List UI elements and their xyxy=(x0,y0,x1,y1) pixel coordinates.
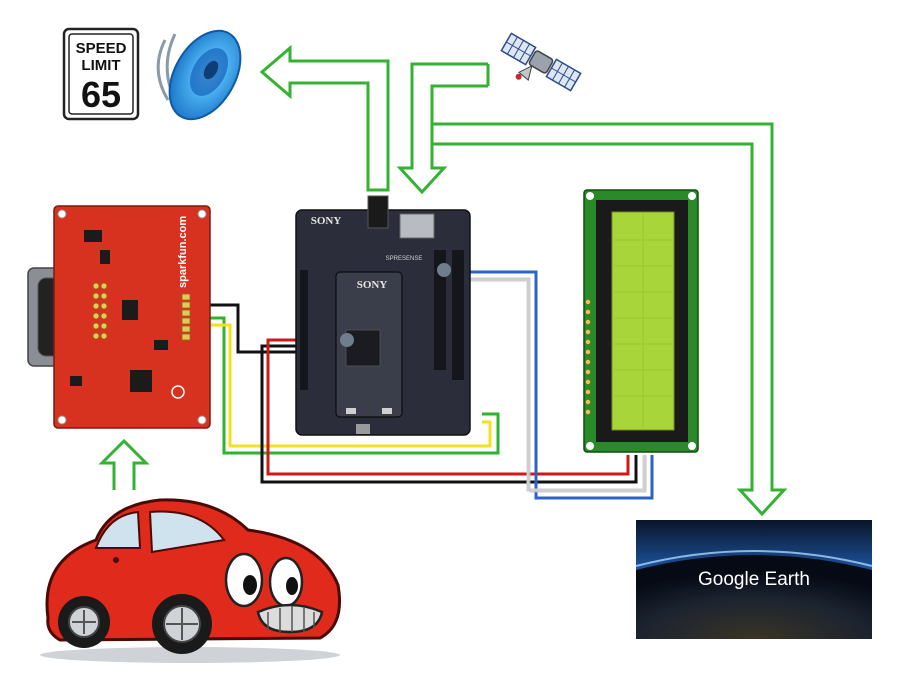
wire-yellow-gps xyxy=(190,323,492,448)
speed-sign-value: 65 xyxy=(81,74,121,115)
google-earth-label: Google Earth xyxy=(698,569,810,590)
arrow-to-outputs xyxy=(259,44,390,192)
spresense-model: SPRESENSE xyxy=(386,256,423,262)
car-illustration xyxy=(40,498,342,663)
wire-red-lcd xyxy=(266,338,630,476)
gps-board: sparkfun.com xyxy=(27,205,211,429)
satellite-icon xyxy=(500,32,582,92)
arrow-satellite-to-earth xyxy=(432,64,788,517)
gps-board-brand: sparkfun.com xyxy=(177,216,189,288)
wire-black-lcd xyxy=(260,344,638,484)
wire-blue-lcd xyxy=(466,270,654,500)
wiring xyxy=(190,270,654,500)
speed-sign-line1: SPEED xyxy=(76,40,127,57)
spresense-board: SONY SONY SPRESENSE xyxy=(295,195,471,436)
audio-jack xyxy=(367,195,389,229)
arrow-car-to-gps xyxy=(98,438,150,490)
speed-limit-sign: SPEED LIMIT 65 xyxy=(62,27,140,121)
sound-speaker-icon xyxy=(156,29,242,121)
spresense-brand-main: SONY xyxy=(311,215,342,227)
wiring-outline xyxy=(466,277,647,493)
wire-black-gps xyxy=(190,303,302,354)
green-arrows xyxy=(98,44,788,517)
spresense-brand-module: SONY xyxy=(357,279,388,291)
wire-white-lcd xyxy=(466,278,646,492)
google-earth-panel: Google Earth xyxy=(635,520,873,639)
wire-green-gps xyxy=(190,316,500,455)
arrow-satellite-to-spresense xyxy=(396,62,488,195)
speed-sign-line2: LIMIT xyxy=(81,57,120,74)
lcd-display xyxy=(583,189,699,453)
